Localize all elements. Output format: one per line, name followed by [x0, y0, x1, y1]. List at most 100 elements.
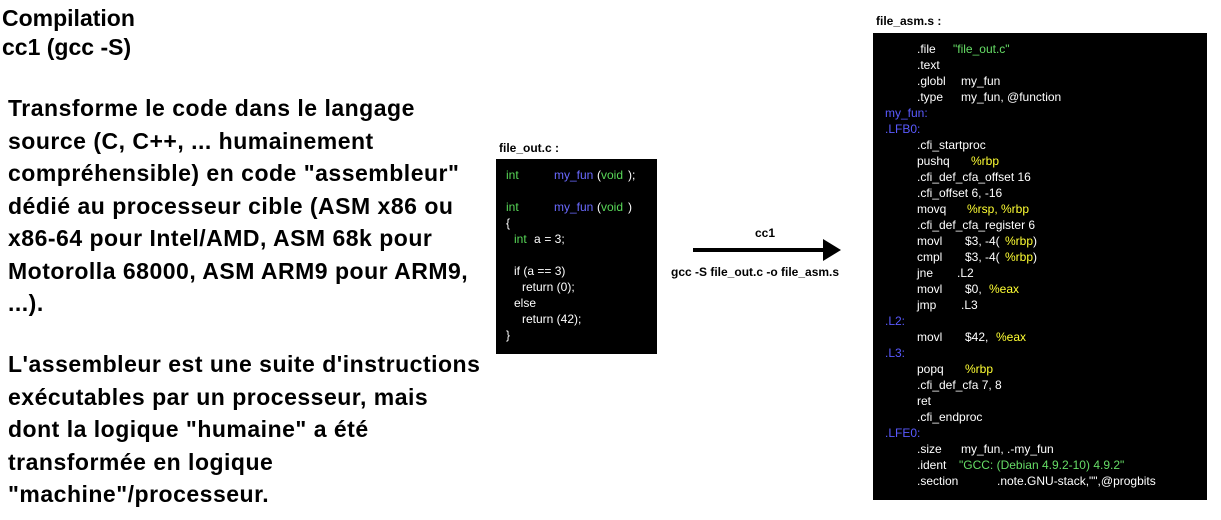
asm-code-token: .cfi_def_cfa_register 6 [917, 218, 1036, 232]
asm-code-token: .size [917, 442, 942, 456]
c-code-token: int [506, 168, 519, 182]
c-code-line: int my_fun(void); [496, 167, 657, 183]
c-code-token: if (a == 3) [514, 264, 566, 278]
c-code-token: void [601, 200, 624, 214]
c-code-token: my_fun [554, 200, 594, 214]
asm-code-line: .cfi_def_cfa 7, 8 [873, 377, 1207, 393]
asm-code-token: ) [1033, 250, 1037, 264]
asm-code-token: movl [917, 330, 943, 344]
assembler-paragraph: L'assembleur est une suite d'instruction… [8, 351, 481, 507]
asm-code-token: .type [917, 90, 944, 104]
asm-code-line: .cfi_startproc [873, 137, 1207, 153]
asm-code-line: movl$42,%eax [873, 329, 1207, 345]
asm-code-token: my_fun, .-my_fun [961, 442, 1054, 456]
page-title: Compilation cc1 (gcc -S) [2, 4, 135, 62]
asm-code-token: %rbp [1005, 250, 1034, 264]
asm-code-token: ) [1033, 234, 1037, 248]
asm-code-line: .text [873, 57, 1207, 73]
asm-code-token: $3, -4( [965, 234, 1000, 248]
asm-code-line: .file"file_out.c" [873, 41, 1207, 57]
c-code-token: return (0); [522, 280, 575, 294]
c-file-label: file_out.c : [499, 141, 560, 155]
asm-code-token: %eax [989, 282, 1020, 296]
asm-code-token: .cfi_startproc [917, 138, 986, 152]
arrow-label-cc1: cc1 [755, 226, 776, 240]
asm-code-line: pushq %rbp [873, 153, 1207, 169]
asm-code-token: %rbp [965, 362, 994, 376]
asm-code-token: .section [917, 474, 959, 488]
asm-code-token: .L2 [957, 266, 974, 280]
c-code-token: int [506, 200, 519, 214]
asm-code-token: .L3 [961, 298, 978, 312]
asm-code-token: cmpl [917, 250, 943, 264]
c-code-line: return (42); [496, 311, 657, 327]
c-code-line: if (a == 3) [496, 263, 657, 279]
c-code-line: else [496, 295, 657, 311]
c-code-token: ( [597, 168, 601, 182]
asm-code-line: .size my_fun, .-my_fun [873, 441, 1207, 457]
c-code-token: ); [628, 168, 636, 182]
asm-code-token: "GCC: (Debian 4.9.2-10) 4.9.2" [959, 458, 1125, 472]
c-code-token: return (42); [522, 312, 582, 326]
asm-code-token: $42, [965, 330, 989, 344]
arrow-head-icon [823, 239, 841, 261]
asm-code-line: ret [873, 393, 1207, 409]
asm-code-line: .section .note.GNU-stack,"",@progbits [873, 473, 1207, 489]
c-code-line: } [496, 327, 657, 343]
asm-code-line: .cfi_endproc [873, 409, 1207, 425]
asm-code-line: jmp.L3 [873, 297, 1207, 313]
asm-code-token: pushq [917, 154, 950, 168]
description-paragraph: Transforme le code dans le langage sourc… [8, 95, 469, 316]
asm-code-token: .file [917, 42, 936, 56]
c-code-line [496, 183, 657, 199]
asm-code-token: .LFE0: [885, 426, 921, 440]
asm-code-token: my_fun [961, 74, 1001, 88]
asm-code-line: .LFB0: [873, 121, 1207, 137]
c-code-token: void [601, 168, 624, 182]
asm-code-token: %rbp [971, 154, 1000, 168]
asm-code-token: $3, -4( [965, 250, 1000, 264]
c-code-line: return (0); [496, 279, 657, 295]
asm-code-token: .cfi_offset 6, -16 [917, 186, 1003, 200]
asm-code-token: .text [917, 58, 940, 72]
arrow-shaft [693, 248, 825, 252]
asm-code-token: .L2: [885, 314, 906, 328]
asm-code-token: .note.GNU-stack,"",@progbits [997, 474, 1156, 488]
c-code-token: my_fun [554, 168, 594, 182]
asm-code-box: .file"file_out.c".text .globl my_fun .type m… [873, 33, 1207, 500]
asm-code-line: movq%rsp, %rbp [873, 201, 1207, 217]
asm-code-token: %rbp [1005, 234, 1034, 248]
title-line-2: cc1 (gcc -S) [2, 34, 132, 60]
c-code-token: } [506, 328, 511, 342]
asm-code-line: .cfi_def_cfa_register 6 [873, 217, 1207, 233]
asm-code-token: .globl [917, 74, 946, 88]
asm-code-token: movl [917, 282, 943, 296]
asm-code-token: .LFB0: [885, 122, 921, 136]
asm-code-line: .cfi_def_cfa_offset 16 [873, 169, 1207, 185]
asm-code-token: my_fun: [885, 106, 928, 120]
asm-code-line: popq%rbp [873, 361, 1207, 377]
asm-code-token: movq [917, 202, 947, 216]
asm-code-token: my_fun, @function [961, 90, 1062, 104]
asm-code-token: .cfi_def_cfa 7, 8 [917, 378, 1002, 392]
asm-code-line: .globl my_fun [873, 73, 1207, 89]
asm-code-line: jne .L2 [873, 265, 1207, 281]
asm-code-token: .cfi_def_cfa_offset 16 [917, 170, 1031, 184]
c-code-token: int [514, 232, 527, 246]
asm-code-line: .ident"GCC: (Debian 4.9.2-10) 4.9.2" [873, 457, 1207, 473]
asm-code-line: .cfi_offset 6, -16 [873, 185, 1207, 201]
c-code-token: a [534, 232, 541, 246]
c-code-token: = 3; [541, 232, 565, 246]
asm-code-line: .type my_fun, @function [873, 89, 1207, 105]
asm-code-line: .LFE0: [873, 425, 1207, 441]
asm-code-line: movl $0, %eax [873, 281, 1207, 297]
asm-code-token: jne [917, 266, 934, 280]
c-code-line [496, 247, 657, 263]
asm-code-line: my_fun: [873, 105, 1207, 121]
asm-code-token: $0, [965, 282, 982, 296]
asm-code-line: movl$3, -4(%rbp) [873, 233, 1207, 249]
c-code-token: else [514, 296, 537, 310]
asm-code-line: .L3: [873, 345, 1207, 361]
